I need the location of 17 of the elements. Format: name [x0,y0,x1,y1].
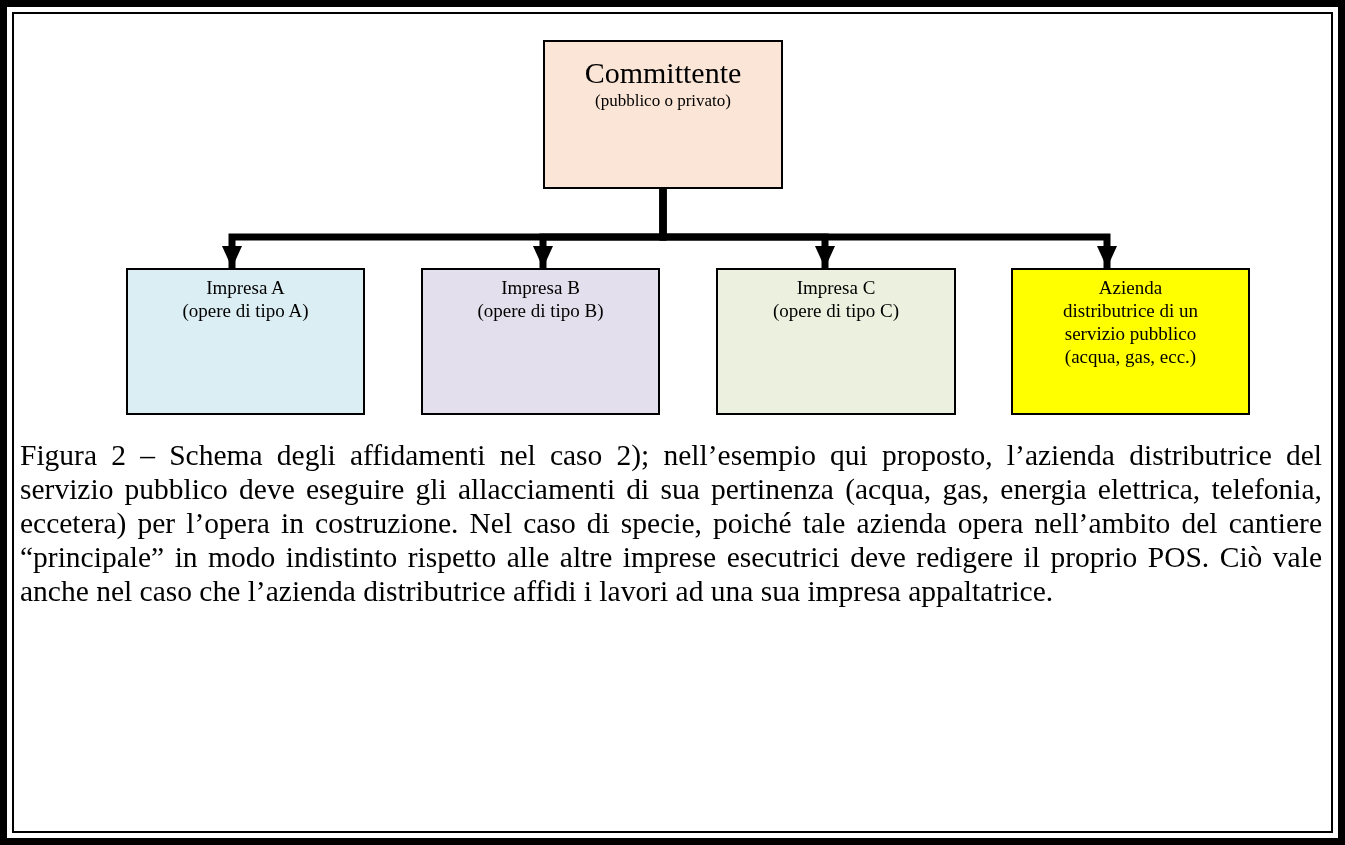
node-subtitle: (pubblico o privato) [594,90,732,111]
contractor-box [126,268,365,415]
node-title: Committente [583,56,743,90]
node-title: Azienda distributrice di un servizio pubblico [1061,276,1200,345]
node-subtitle: (opere di tipo A) [181,299,310,322]
node-title: Impresa C [795,276,877,299]
node-subtitle: (opere di tipo C) [771,299,901,322]
node-title: Impresa B [500,276,581,299]
node-subtitle: (opere di tipo B) [476,299,605,322]
figure-caption: Figura 2 – Schema degli affidamenti nel caso 2); nell’esempio qui proposto, l’azienda distributrice del servizio pubblico deve eseguire gli allacciamenti di sua pertinenza (acqua, gas, energia elettrica, telefonia, eccetera) per l’opera in costruzione. Nel caso di specie, poiché tale azienda opera nell’ambito del cantiere “principale” in modo indistinto rispetto alle altre imprese esecutrici deve redigere il proprio POS. Ciò vale anche nel caso che l’azienda distributrice affidi i lavori ad una sua impresa appaltatrice. [20,438,1322,608]
contractor-box [716,268,956,415]
contractor-box [421,268,660,415]
client-box [543,40,783,189]
contractor-box [1011,268,1250,415]
node-subtitle: (acqua, gas, ecc.) [1063,345,1198,368]
arrow [659,189,1117,268]
node-title: Impresa A [205,276,286,299]
